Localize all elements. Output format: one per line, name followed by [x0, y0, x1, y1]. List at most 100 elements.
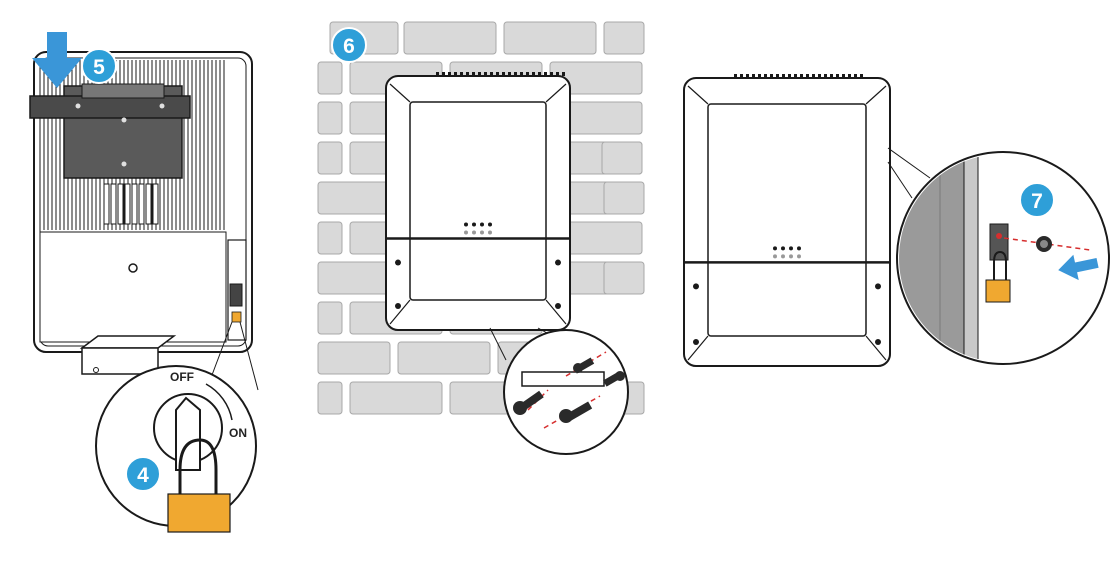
cover-screw — [693, 283, 699, 290]
cover-screw — [395, 303, 401, 309]
cover-screw — [555, 303, 561, 309]
brick — [317, 141, 343, 175]
bevel-line — [687, 85, 709, 105]
brick — [317, 301, 343, 335]
vent-slot — [836, 74, 839, 78]
bottom-bracket — [79, 335, 177, 349]
bracket-hole — [159, 103, 165, 109]
vent-slot — [824, 74, 827, 78]
vent-slot — [740, 74, 743, 78]
vent-slot — [514, 72, 517, 76]
led-indicator — [488, 222, 492, 227]
svg-text:6: 6 — [343, 35, 355, 58]
screw-icon — [573, 357, 595, 374]
led-indicator — [797, 246, 801, 251]
lock-shackle — [178, 438, 218, 496]
down-arrow-icon — [32, 32, 82, 88]
led-indicator — [472, 222, 476, 227]
screw-icon — [559, 401, 593, 423]
vent-slot — [478, 72, 481, 76]
left-arrow-icon — [1058, 254, 1099, 281]
led-label — [773, 254, 777, 259]
guide-line — [543, 395, 601, 429]
vent-slot — [806, 74, 809, 78]
vent-slot — [448, 72, 451, 76]
led-indicator — [781, 246, 785, 251]
panel-back-view: OFF ON — [29, 32, 259, 533]
connector — [138, 183, 145, 225]
mount-hole — [128, 263, 138, 273]
led-indicator — [480, 222, 484, 227]
vent-slot — [770, 74, 773, 78]
screw-icon — [513, 390, 544, 415]
led-label — [781, 254, 785, 259]
brick — [317, 381, 343, 415]
brick — [317, 221, 343, 255]
bottom-bracket-hole — [93, 367, 99, 373]
bevel-line — [865, 335, 887, 361]
bracket-hole — [121, 161, 127, 167]
inverter-front-1 — [385, 72, 571, 331]
vent-slot — [788, 74, 791, 78]
step-badge-7: 7 — [1019, 182, 1055, 218]
vent-slot — [496, 72, 499, 76]
bracket-handle — [81, 83, 165, 99]
bracket-hole — [121, 117, 127, 123]
connector — [124, 183, 131, 225]
brick — [603, 21, 645, 55]
bevel-line — [545, 299, 567, 325]
vent-slot — [800, 74, 803, 78]
panel-wall-mount — [317, 21, 645, 455]
led-label — [480, 230, 484, 235]
vent-slot — [830, 74, 833, 78]
padlock-icon — [167, 493, 231, 533]
connector — [131, 183, 138, 225]
vent-slot — [764, 74, 767, 78]
vent-slot — [436, 72, 439, 76]
brick — [397, 341, 491, 375]
vent-slot — [442, 72, 445, 76]
svg-text:7: 7 — [1031, 190, 1043, 213]
brick — [603, 261, 645, 295]
switch-arc — [205, 383, 233, 421]
step-badge-4: 4 — [125, 456, 161, 492]
brick — [317, 61, 343, 95]
wall-bracket-top — [29, 95, 191, 119]
guide-line — [565, 351, 607, 377]
vent-slot — [508, 72, 511, 76]
leader-line — [489, 327, 507, 361]
bevel-line — [865, 85, 887, 105]
vent-slot — [472, 72, 475, 76]
vent-slot — [776, 74, 779, 78]
step-badge-5: 5 — [81, 48, 117, 84]
inverter-side-face — [963, 154, 979, 362]
vent-slot — [550, 72, 553, 76]
leader-line — [211, 321, 233, 376]
cover-screw — [395, 259, 401, 266]
vent-slot — [556, 72, 559, 76]
vent-slot — [562, 72, 565, 76]
vent-slot — [466, 72, 469, 76]
leader-line — [239, 321, 259, 391]
connector — [117, 183, 124, 225]
brick — [503, 21, 597, 55]
cover-screw — [875, 339, 881, 345]
brick — [603, 181, 645, 215]
svg-text:4: 4 — [137, 464, 149, 487]
guide-line — [1003, 237, 1091, 251]
led-indicator — [464, 222, 468, 227]
dc-switch — [229, 283, 243, 307]
svg-text:5: 5 — [93, 56, 105, 79]
vent-slot — [854, 74, 857, 78]
connector — [103, 183, 110, 225]
vent-slot — [782, 74, 785, 78]
vent-slot — [502, 72, 505, 76]
bevel-line — [389, 83, 411, 103]
panel-anti-theft — [683, 74, 1110, 367]
leader-line — [887, 147, 931, 179]
vent-slot — [794, 74, 797, 78]
inverter-front-panel — [409, 101, 547, 301]
connectors — [103, 183, 159, 225]
inverter-front-panel — [707, 103, 867, 337]
switch-off-label: OFF — [170, 370, 194, 384]
